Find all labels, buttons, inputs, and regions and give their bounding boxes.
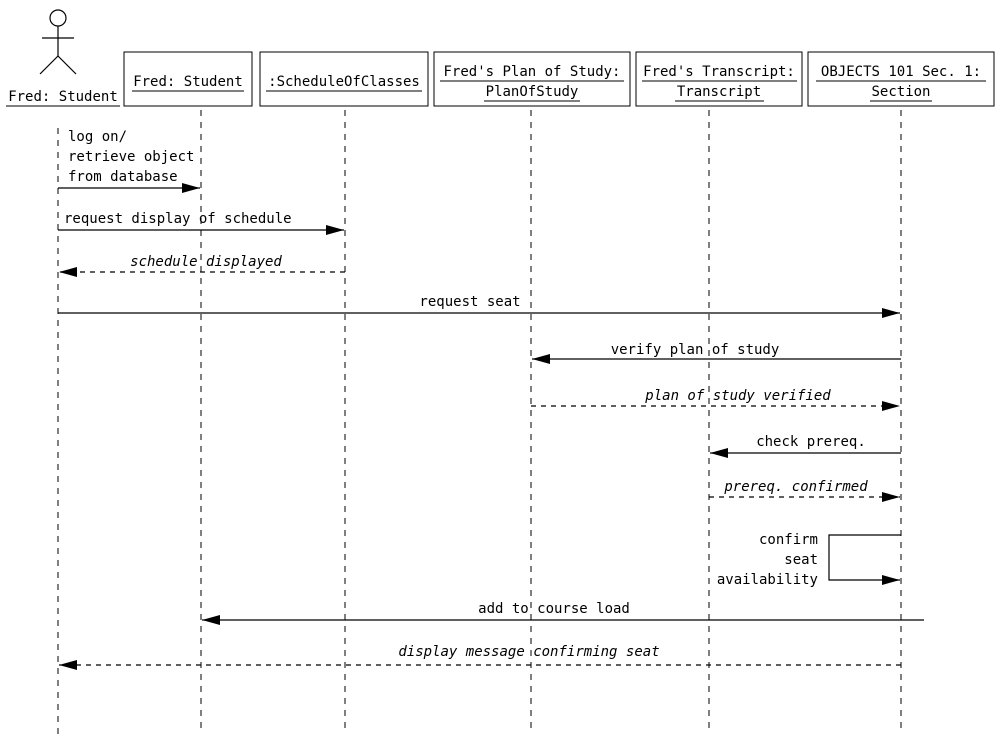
message-log-on-label-3: from database [68, 169, 178, 185]
message-check-prereq: check prereq. [710, 434, 901, 458]
object-section-label-2: Section [871, 84, 930, 100]
object-plan-label-2: PlanOfStudy [486, 84, 579, 100]
object-plan-label-1: Fred's Plan of Study: [443, 64, 620, 80]
message-plan-verified-label: plan of study verified [644, 388, 831, 404]
object-plan: Fred's Plan of Study: PlanOfStudy [433, 51, 631, 107]
message-add-course: add to course load [202, 601, 924, 625]
message-request-seat: request seat [58, 294, 900, 318]
message-confirm-seat-label-1: confirm [759, 532, 818, 548]
message-schedule-displayed: schedule displayed [59, 254, 345, 277]
message-log-on-label-2: retrieve object [68, 149, 194, 165]
message-confirm-seat: confirm seat availability [717, 532, 901, 588]
message-request-seat-label: request seat [419, 294, 520, 310]
object-transcript-label-2: Transcript [677, 84, 761, 100]
message-display-message: display message confirming seat [59, 644, 901, 670]
message-add-course-label: add to course load [478, 601, 630, 617]
message-request-display-label: request display of schedule [64, 211, 292, 227]
object-transcript: Fred's Transcript: Transcript [635, 51, 803, 107]
message-prereq-confirmed: prereq. confirmed [709, 479, 900, 502]
object-fred-label: Fred: Student [133, 74, 243, 90]
message-verify-plan: verify plan of study [532, 342, 901, 364]
message-plan-verified: plan of study verified [531, 388, 900, 411]
actor-figure [39, 9, 77, 75]
message-schedule-displayed-label: schedule displayed [130, 254, 282, 270]
message-log-on: log on/ retrieve object from database [58, 129, 200, 193]
message-prereq-confirmed-label: prereq. confirmed [723, 479, 868, 495]
message-confirm-seat-label-3: availability [717, 572, 818, 588]
actor-label: Fred: Student [8, 89, 118, 105]
message-verify-plan-label: verify plan of study [611, 342, 780, 358]
object-schedule: :ScheduleOfClasses [259, 51, 429, 107]
object-section-label-1: OBJECTS 101 Sec. 1: [821, 64, 981, 80]
message-request-display: request display of schedule [58, 211, 344, 235]
message-confirm-seat-arrow [828, 534, 901, 585]
object-fred: Fred: Student [123, 51, 253, 107]
object-transcript-label-1: Fred's Transcript: [643, 64, 795, 80]
object-section: OBJECTS 101 Sec. 1: Section [807, 51, 995, 107]
message-check-prereq-label: check prereq. [756, 434, 866, 450]
object-schedule-label: :ScheduleOfClasses [268, 74, 420, 90]
message-display-message-label: display message confirming seat [398, 644, 659, 660]
message-confirm-seat-label-2: seat [784, 552, 818, 568]
message-log-on-label-1: log on/ [68, 129, 127, 145]
